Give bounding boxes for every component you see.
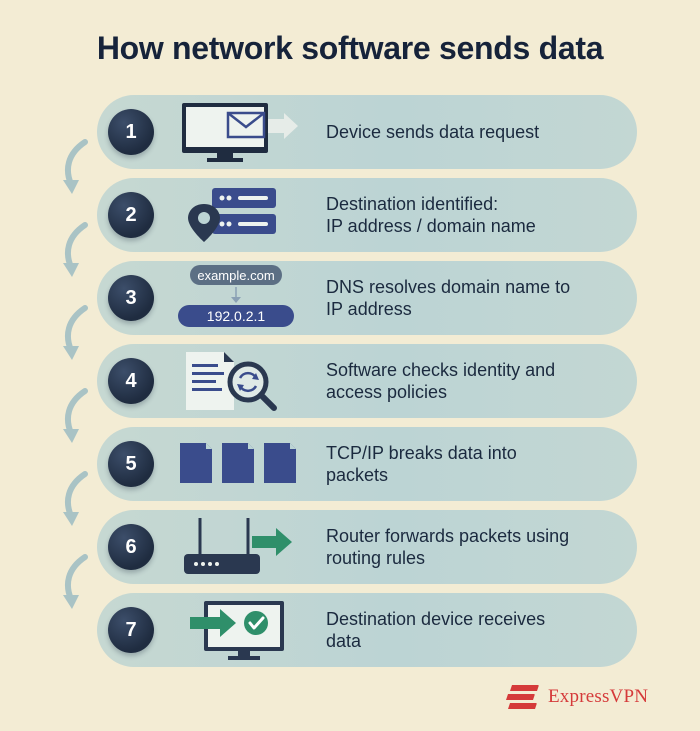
server-location-icon	[188, 188, 276, 242]
step-6: 6 Router forwards packets using routing …	[97, 510, 637, 584]
page-title: How network software sends data	[96, 30, 604, 66]
monitor-envelope-icon	[182, 103, 298, 162]
step-text: TCP/IP breaks data into packets	[326, 443, 517, 485]
brand-logo: ExpressVPN	[504, 682, 648, 712]
step-5: 5 TCP/IP breaks data into packets	[97, 427, 637, 501]
domain-label: example.com	[197, 268, 274, 283]
step-text: Destination device receives data	[326, 609, 546, 651]
step-number: 2	[108, 192, 154, 238]
step-number: 3	[108, 275, 154, 321]
step-text: Router forwards packets using routing ru…	[326, 526, 570, 568]
curved-arrow-icon	[63, 388, 88, 443]
step-text: Software checks identity and access poli…	[326, 360, 556, 402]
curved-arrow-icon	[63, 554, 88, 609]
step-text: DNS resolves domain name to IP address	[326, 277, 571, 319]
ip-label: 192.0.2.1	[207, 308, 266, 324]
step-number: 6	[108, 524, 154, 570]
step-3: 3 example.com 192.0.2.1 DNS resolves dom…	[97, 261, 637, 335]
step-1: 1 Device sends data request	[97, 95, 637, 169]
curved-arrow-icon	[63, 305, 88, 360]
expressvpn-logo-icon	[506, 685, 539, 709]
curved-arrow-icon	[63, 222, 88, 277]
document-magnifier-icon	[186, 352, 277, 411]
curved-arrow-icon	[63, 139, 88, 194]
monitor-check-icon	[190, 601, 284, 660]
step-7: 7 Destination device receives data	[97, 593, 637, 667]
step-number: 5	[108, 441, 154, 487]
step-4: 4 Software checks identity and access po…	[97, 344, 637, 418]
curved-arrow-icon	[63, 471, 88, 526]
brand-name: ExpressVPN	[548, 686, 649, 707]
step-number: 7	[108, 607, 154, 653]
step-number: 4	[108, 358, 154, 404]
packets-icon	[180, 443, 296, 483]
step-text: Device sends data request	[326, 122, 540, 142]
router-arrow-icon	[184, 518, 292, 574]
step-2: 2 Destination identified: IP address / d…	[97, 178, 637, 252]
dns-lookup-icon: example.com 192.0.2.1	[178, 265, 294, 327]
step-number: 1	[108, 109, 154, 155]
step-text: Destination identified: IP address / dom…	[326, 194, 536, 236]
